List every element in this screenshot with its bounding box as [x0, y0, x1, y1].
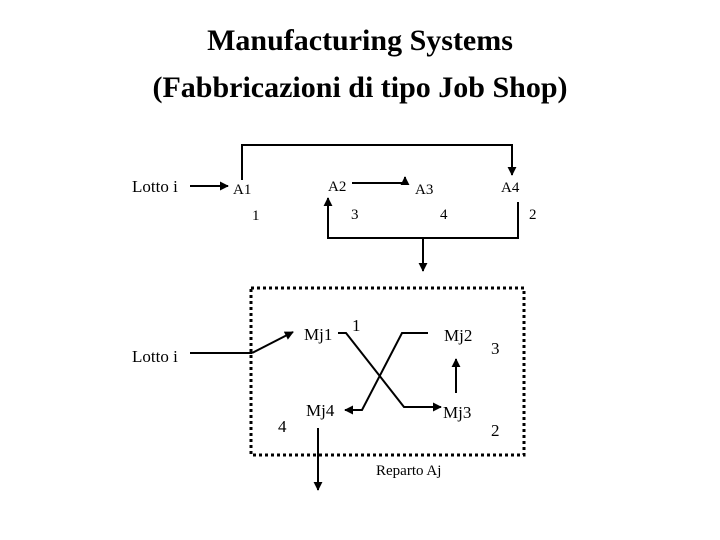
- arrow-mj2-to-mj4: [344, 332, 428, 415]
- arrow-a1-to-a4: [241, 144, 517, 180]
- department-box: [249, 286, 526, 457]
- department-input-label: Lotto i: [132, 347, 178, 366]
- operation-a4-seq: 2: [529, 207, 537, 223]
- machine-mj3-label: Mj3: [443, 403, 472, 422]
- machine-mj2-label: Mj2: [444, 326, 473, 345]
- machine-mj1-label: Mj1: [304, 325, 333, 344]
- operation-a1-label: A1: [233, 182, 252, 198]
- department-name: Reparto Aj: [376, 463, 442, 479]
- operation-a1-seq: 1: [252, 208, 260, 224]
- routing-input-label: Lotto i: [132, 177, 178, 196]
- machine-mj3-seq: 2: [491, 421, 500, 440]
- arrow-lotto-to-mj1-head: [251, 331, 294, 354]
- machine-mj4-label: Mj4: [306, 401, 335, 420]
- machine-mj4-seq: 4: [278, 417, 287, 436]
- arrow-a2-to-a3: [352, 176, 410, 186]
- operation-a3-seq: 4: [440, 207, 448, 223]
- page-title: Manufacturing Systems: [207, 24, 513, 57]
- operation-a4-label: A4: [501, 180, 520, 196]
- arrow-mj1-to-mj3: [338, 332, 442, 412]
- operation-a2-label: A2: [328, 179, 347, 195]
- page-subtitle: (Fabbricazioni di tipo Job Shop): [152, 71, 568, 104]
- machine-mj2-seq: 3: [491, 339, 500, 358]
- operation-a2-seq: 3: [351, 207, 359, 223]
- machine-mj1-seq: 1: [352, 316, 361, 335]
- operation-a3-label: A3: [415, 182, 434, 198]
